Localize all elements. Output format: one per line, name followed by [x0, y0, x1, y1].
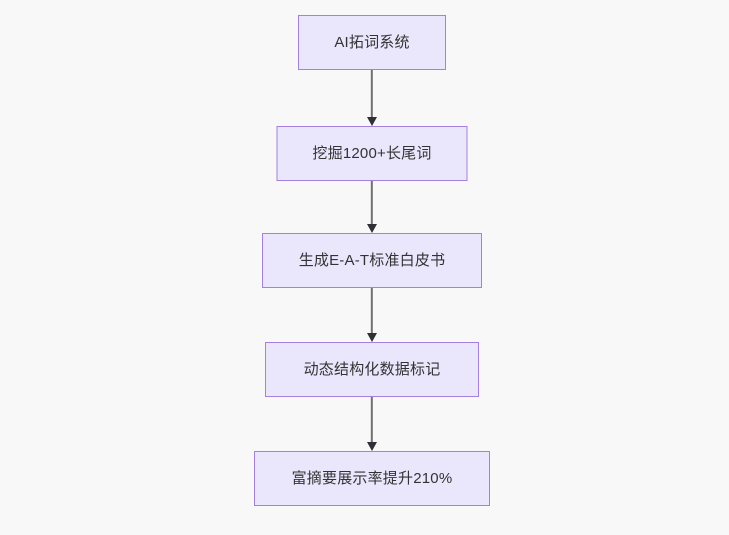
flowchart-node-1-label: AI拓词系统 [334, 34, 410, 51]
flowchart-node-3[interactable]: 生成E-A-T标准白皮书 [262, 233, 482, 288]
arrow-down-icon [367, 442, 377, 451]
flowchart-node-3-label: 生成E-A-T标准白皮书 [298, 252, 446, 269]
edge-line [370, 397, 374, 442]
edge-line [370, 181, 374, 224]
flowchart-node-1[interactable]: AI拓词系统 [298, 15, 446, 70]
flowchart-node-5[interactable]: 富摘要展示率提升210% [254, 451, 490, 506]
flowchart-edge-1 [365, 70, 379, 126]
arrow-down-icon [367, 224, 377, 233]
flowchart-node-4-label: 动态结构化数据标记 [303, 361, 441, 378]
edge-line [370, 288, 374, 333]
flowchart-edge-3 [365, 288, 379, 342]
flowchart-node-4[interactable]: 动态结构化数据标记 [265, 342, 479, 397]
arrow-down-icon [367, 117, 377, 126]
arrow-down-icon [367, 333, 377, 342]
edge-line [370, 70, 374, 117]
flowchart-edge-4 [365, 397, 379, 451]
flowchart-edge-2 [365, 181, 379, 233]
flowchart-node-2-label: 挖掘1200+长尾词 [312, 145, 432, 162]
flowchart-node-5-label: 富摘要展示率提升210% [291, 470, 453, 487]
flowchart-node-2[interactable]: 挖掘1200+长尾词 [276, 126, 468, 181]
